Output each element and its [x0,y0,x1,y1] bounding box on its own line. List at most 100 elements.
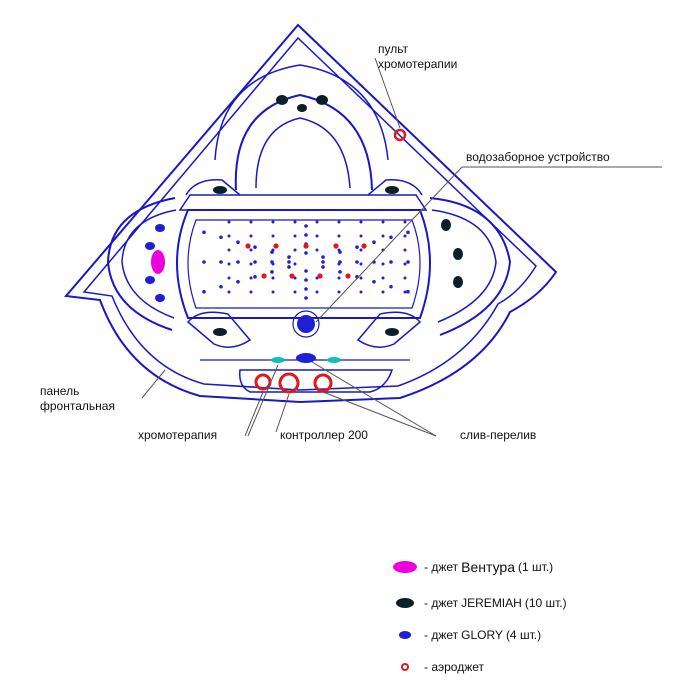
legend-ventura: - джет Вентура (1 шт.) [392,556,553,578]
air-dot [304,278,308,282]
jeremiah-jet-icon [396,598,414,608]
air-dot [236,260,240,264]
air-dot [403,248,407,252]
air-dot [355,260,359,264]
tub-outer-shell-inner [82,36,537,391]
leader-controller [275,393,290,433]
legend-glory-prefix: - джет [424,628,459,642]
leader-chromo-remote [374,57,401,129]
aerojet [289,273,295,279]
air-dot [293,234,297,238]
air-dot [337,220,341,224]
jeremiah-jet [213,328,227,336]
air-dot [315,220,319,224]
air-dot [227,248,231,252]
air-dot [403,262,407,266]
legend-glory-name: GLORY [461,628,503,642]
air-dot [315,248,319,252]
air-dot [227,234,231,238]
jeremiah-jet [453,276,463,288]
aerojet [333,243,339,249]
air-dot [389,260,393,264]
leader-water-intake-diag [315,166,463,323]
air-dot [271,290,275,294]
air-dot [337,234,341,238]
air-dot [359,234,363,238]
tub-basin-inner [187,219,421,309]
tub-outer-shell [64,23,558,404]
air-dot [406,230,410,235]
air-dot [304,269,308,273]
drain-overflow-knob [313,373,333,393]
legend-jeremiah-count: (10 шт.) [524,596,567,610]
air-dot [287,260,291,264]
air-dot [219,235,223,240]
air-dot [337,262,341,266]
air-dot [202,260,206,264]
chromo-remote-label: пульт хромотерапии [378,42,457,72]
air-dot [293,262,297,266]
legend-ventura-count: (1 шт.) [517,560,554,574]
drain-overflow-ring [296,353,316,363]
tub-armrest-top-left [185,179,241,196]
aerojet [361,243,367,249]
jeremiah-jet [453,248,463,260]
tub-seat-top [178,194,428,211]
aerojet-icon [401,663,409,671]
jeremiah-jet [441,219,451,231]
drain-overflow-label: слив-перелив [460,428,537,442]
air-dot [403,290,407,294]
tub-right-lobe-inner [431,209,497,323]
leader-chromo-1 [244,391,264,437]
aerojet [317,273,323,279]
front-panel-label-line2: фронтальная [40,399,115,413]
legend-glory-count: (4 шт.) [505,628,542,642]
air-dot [219,260,223,264]
air-dot [403,234,407,238]
front-panel-label-line1: панель [40,384,80,398]
jeremiah-jet [316,95,328,105]
air-dot [381,262,385,266]
tub-headrest-rim [214,64,389,161]
air-dot [304,296,308,300]
air-dot [338,270,342,274]
jeremiah-jet [213,186,227,194]
air-dot [236,240,240,244]
air-dot [249,220,253,224]
water-intake-device [297,315,315,333]
leader-front-panel [141,369,166,399]
air-dot [359,248,363,252]
air-dot [219,284,223,289]
chromotherapy-remote [393,128,407,142]
air-dot [321,255,325,259]
air-dot [372,240,376,244]
jeremiah-jet [276,95,288,105]
air-dot [315,290,319,294]
air-dot [389,284,393,289]
aerojet [245,243,251,249]
air-dot [253,275,257,279]
air-dot [406,289,410,294]
controller-label: контроллер 200 [280,428,368,442]
legend-aerojet-prefix: - аэроджет [424,660,485,674]
tub-headrest-arch-inner [255,117,351,189]
aerojet [345,273,351,279]
air-dot [381,234,385,238]
air-dot [271,262,275,266]
air-dot [227,220,231,224]
tub-armrest-right [356,311,422,348]
leader-chromo-2 [247,364,279,437]
air-dot [304,233,308,237]
tub-left-lobe-inner [121,209,177,319]
air-dot [287,255,291,259]
air-dot [381,220,385,224]
air-dot [249,290,253,294]
air-dot [381,276,385,280]
chromo-remote-label-line2: хромотерапии [378,57,458,71]
air-dot [406,260,410,264]
tub-right-lobe [429,197,512,336]
air-dot [293,220,297,224]
air-dot [253,245,257,249]
chromotherapy-label: хромотерапия [138,428,218,442]
